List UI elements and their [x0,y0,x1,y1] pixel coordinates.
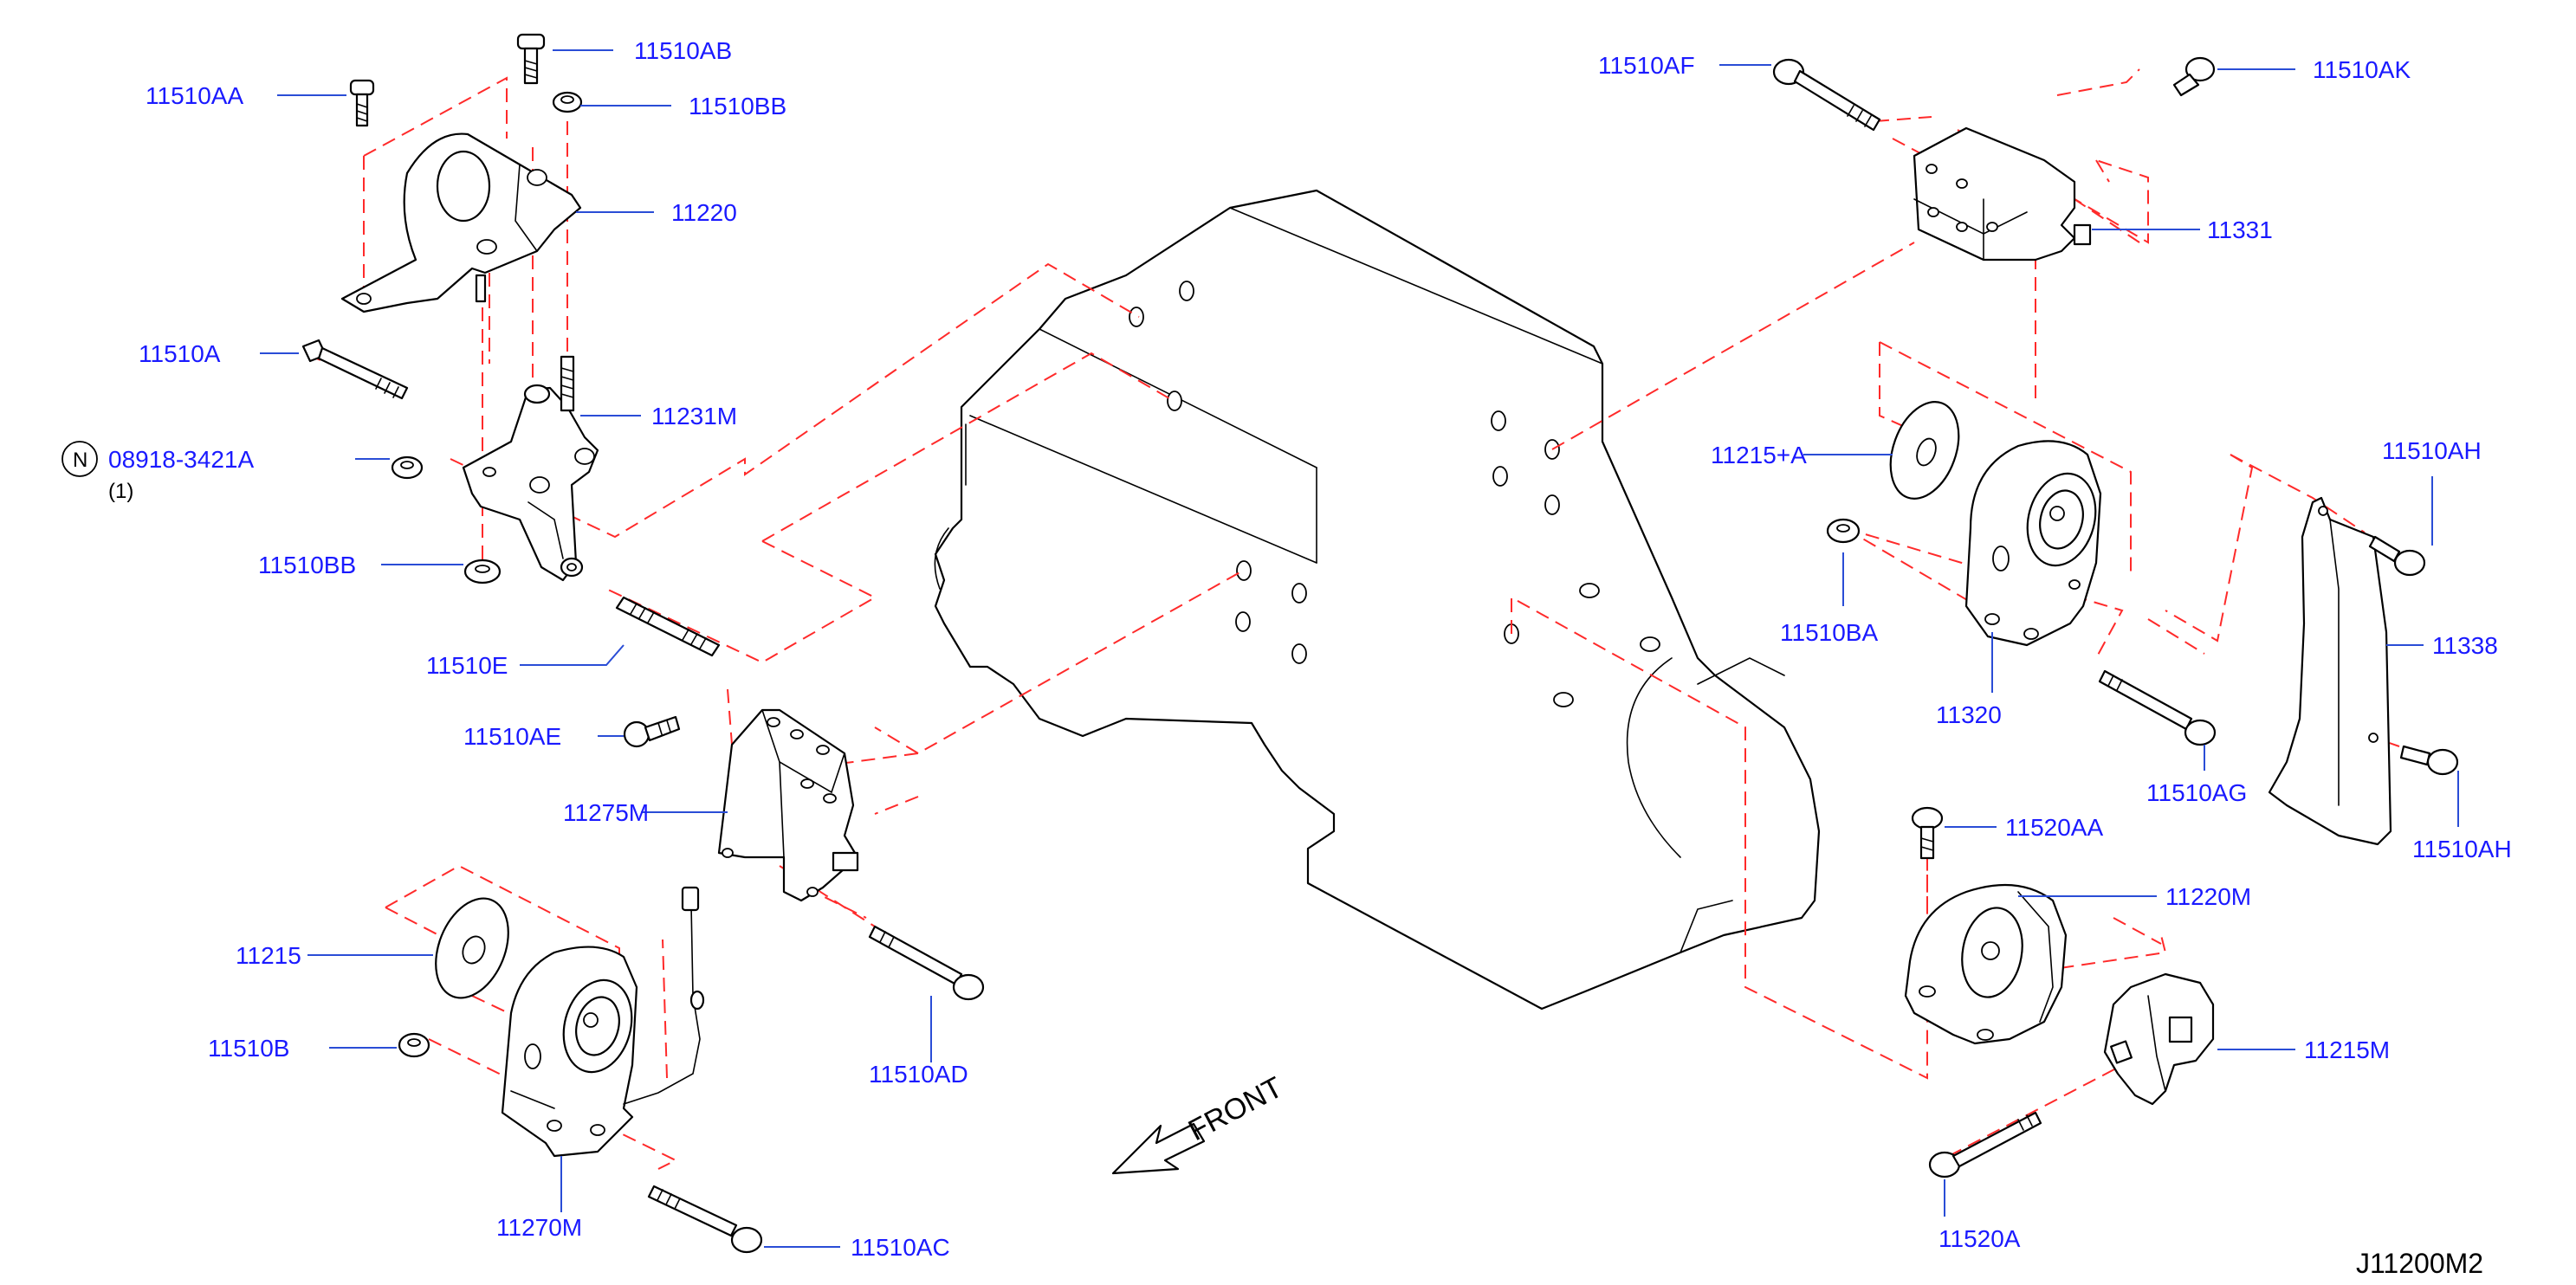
bolt-11510AB [516,33,546,85]
bracket-11338 [2268,496,2392,846]
nut-11510B [398,1032,430,1058]
label-11275M[interactable]: 11275M [563,799,649,826]
leader-lines [260,49,2459,1248]
bolt-11510AH-bottom [2399,745,2459,776]
label-11510BB-top[interactable]: 11510BB [689,93,786,119]
label-11510BB-bottom[interactable]: 11510BB [258,552,356,578]
label-11331[interactable]: 11331 [2207,216,2273,243]
label-11220M[interactable]: 11220M [2165,883,2251,910]
engine-block [934,189,1821,1011]
bolt-11510AH-top [2368,535,2426,577]
label-11338[interactable]: 11338 [2432,632,2498,659]
label-11510AH-top[interactable]: 11510AH [2382,437,2482,464]
bolt-11510AD [868,925,985,1001]
bolt-11520A [1928,1111,2042,1178]
label-11510AH-bottom[interactable]: 11510AH [2412,836,2512,862]
nut-11510BA [1826,518,1861,544]
washer-11215-A [1889,401,1960,500]
label-11510AK[interactable]: 11510AK [2313,56,2411,83]
label-11510AD[interactable]: 11510AD [869,1061,968,1088]
stud-11510E [615,596,721,657]
bolt-11510AE [623,715,681,748]
bolt-11520AA [1911,806,1944,860]
label-11510AF[interactable]: 11510AF [1598,52,1695,79]
label-11510A[interactable]: 11510A [139,340,221,367]
label-11520AA[interactable]: 11520AA [2005,814,2103,841]
bolt-11510AF [1772,58,1881,132]
front-arrow: FRONT [1111,1071,1288,1175]
mount-11320 [1964,440,2102,647]
label-08918-3421A[interactable]: 08918-3421A [108,446,254,473]
label-11510AE[interactable]: 11510AE [463,723,561,750]
diagram-id: J11200M2 [2356,1248,2483,1279]
label-11510AA[interactable]: 11510AA [146,82,243,109]
label-11231M[interactable]: 11231M [651,403,737,429]
bolt-11510AG [2098,669,2217,746]
nut-08918-3421A [391,455,424,480]
bolt-11510AA [349,79,375,127]
label-11215-A[interactable]: 11215+A [1711,442,1807,468]
dashed-connection-lines [307,68,2400,1170]
label-11215[interactable]: 11215 [236,942,301,969]
part-labels: 11510AB 11510AA 11510BB 11220 11510A 112… [61,37,2512,1279]
bracket-11231M [462,355,599,582]
bolt-11510AK [2172,56,2216,97]
label-11270M[interactable]: 11270M [496,1214,582,1241]
label-11320[interactable]: 11320 [1936,701,2002,728]
bracket-11275M [717,708,859,902]
mount-11270M [501,946,638,1158]
label-11510AG[interactable]: 11510AG [2146,779,2247,806]
bracket-11331 [1913,126,2092,262]
label-11510B[interactable]: 11510B [208,1035,289,1062]
bolt-11510A [301,339,409,400]
front-label: FRONT [1183,1071,1288,1148]
mount-11220 [340,132,582,313]
note-symbol-letter: N [73,449,87,472]
note-symbol-n: N [61,441,98,477]
label-11510E[interactable]: 11510E [426,652,508,679]
mount-11220M [1904,883,2068,1045]
washer-11215 [435,897,509,999]
nut-11510BB-bottom [463,559,502,584]
bolt-11510AC [647,1185,763,1254]
sensor-wire [623,886,705,1105]
nut-11510BB-top [552,91,583,113]
label-11510BA[interactable]: 11510BA [1780,619,1878,646]
note-quantity: (1) [108,480,133,503]
label-11510AB[interactable]: 11510AB [634,37,732,64]
label-11215M[interactable]: 11215M [2304,1036,2390,1063]
label-11510AC[interactable]: 11510AC [851,1234,950,1261]
bracket-11215M [2103,972,2215,1106]
label-11220[interactable]: 11220 [671,199,737,226]
label-11520A[interactable]: 11520A [1938,1225,2021,1252]
